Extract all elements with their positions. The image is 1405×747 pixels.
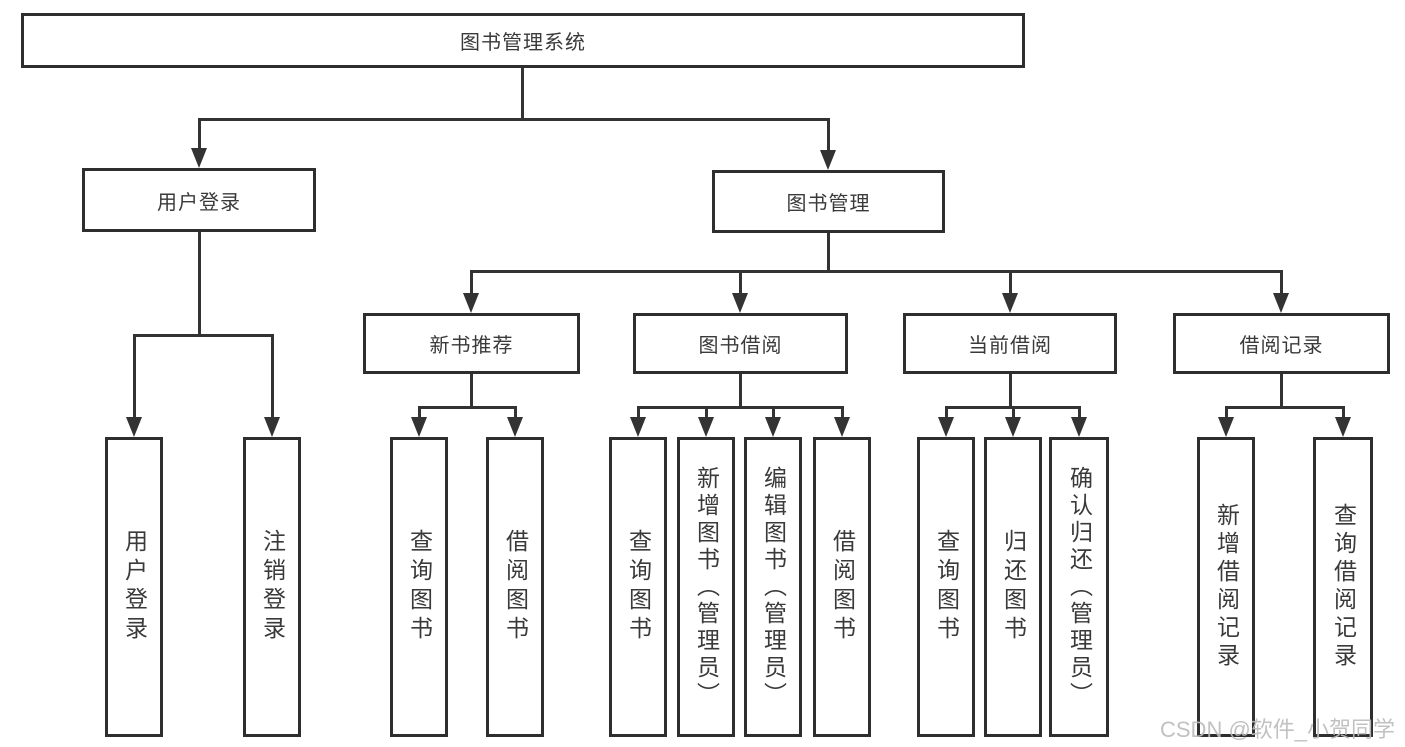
arrowhead-cb-query bbox=[938, 417, 954, 437]
arrowhead-cb-return bbox=[1005, 417, 1021, 437]
arrowhead-recommend-borrow bbox=[507, 417, 523, 437]
connector-current-borrow-stem bbox=[1009, 374, 1012, 408]
arrowhead-br-query bbox=[1335, 417, 1351, 437]
leaf-borrow-book: 借阅图书 bbox=[813, 437, 871, 737]
leaf-add-book-admin: 新增图书（管理员） bbox=[677, 437, 735, 737]
arrowhead-user-login bbox=[191, 148, 207, 168]
connector-drop-bb-edit bbox=[772, 406, 775, 420]
arrowhead-book-management bbox=[820, 150, 836, 170]
leaf-borrow-query-book: 查询图书 bbox=[609, 437, 667, 737]
arrowhead-bb-query bbox=[630, 417, 646, 437]
leaf-borrow-query-book-label: 查询图书 bbox=[625, 529, 652, 645]
node-book-management-label: 图书管理 bbox=[786, 193, 871, 215]
leaf-add-borrow-record-label: 新增借阅记录 bbox=[1213, 503, 1240, 671]
connector-drop-recommend-query bbox=[418, 406, 421, 420]
connector-drop-book-management bbox=[827, 118, 830, 152]
connector-user-login-stem bbox=[198, 232, 201, 336]
node-borrow-record: 借阅记录 bbox=[1173, 313, 1390, 374]
connector-drop-recommend-borrow bbox=[514, 406, 517, 420]
leaf-user-login: 用户登录 bbox=[105, 437, 163, 737]
connector-drop-bb-borrow bbox=[841, 406, 844, 420]
connector-drop-user-login bbox=[198, 118, 201, 150]
connector-drop-current-borrow bbox=[1009, 270, 1012, 296]
arrowhead-leaf-user-login bbox=[126, 417, 142, 437]
connector-book-borrow-rail bbox=[637, 406, 843, 409]
arrowhead-new-book-recommend bbox=[463, 293, 479, 313]
leaf-confirm-return-admin-label: 确认归还（管理员） bbox=[1066, 465, 1093, 709]
node-user-login: 用户登录 bbox=[82, 168, 316, 232]
leaf-logout: 注销登录 bbox=[243, 437, 301, 737]
leaf-recommend-query-book-label: 查询图书 bbox=[406, 529, 433, 645]
node-current-borrow-label: 当前借阅 bbox=[968, 335, 1052, 357]
leaf-query-borrow-record: 查询借阅记录 bbox=[1313, 437, 1373, 737]
arrowhead-br-add bbox=[1218, 417, 1234, 437]
connector-drop-cb-return bbox=[1012, 406, 1015, 420]
csdn-watermark: CSDN @软件_小贺同学 bbox=[1160, 717, 1396, 742]
leaf-recommend-borrow-book-label: 借阅图书 bbox=[502, 529, 529, 645]
arrowhead-bb-borrow bbox=[834, 417, 850, 437]
connector-drop-borrow-record bbox=[1280, 270, 1283, 296]
connector-drop-leaf-logout bbox=[271, 334, 274, 419]
leaf-return-book: 归还图书 bbox=[984, 437, 1042, 737]
connector-drop-book-borrow bbox=[739, 270, 742, 296]
connector-drop-br-query bbox=[1342, 406, 1345, 420]
connector-root-rail bbox=[198, 118, 830, 121]
leaf-recommend-borrow-book: 借阅图书 bbox=[486, 437, 544, 737]
connector-book-borrow-stem bbox=[739, 374, 742, 408]
node-book-management: 图书管理 bbox=[712, 170, 945, 233]
leaf-current-query-book: 查询图书 bbox=[917, 437, 975, 737]
connector-drop-cb-confirm bbox=[1078, 406, 1081, 420]
node-current-borrow: 当前借阅 bbox=[903, 313, 1117, 374]
connector-book-management-stem bbox=[827, 233, 830, 272]
connector-recommend-stem bbox=[470, 374, 473, 408]
connector-drop-bb-query bbox=[637, 406, 640, 420]
connector-borrow-record-stem bbox=[1280, 374, 1283, 408]
leaf-edit-book-admin: 编辑图书（管理员） bbox=[744, 437, 802, 737]
arrowhead-book-borrow bbox=[732, 293, 748, 313]
leaf-borrow-book-label: 借阅图书 bbox=[829, 529, 856, 645]
node-new-book-recommend: 新书推荐 bbox=[363, 313, 580, 374]
arrowhead-leaf-logout bbox=[264, 417, 280, 437]
connector-book-management-rail bbox=[470, 270, 1282, 273]
node-root: 图书管理系统 bbox=[21, 13, 1025, 68]
connector-drop-bb-add bbox=[705, 406, 708, 420]
connector-drop-br-add bbox=[1225, 406, 1228, 420]
node-new-book-recommend-label: 新书推荐 bbox=[429, 335, 514, 357]
arrowhead-borrow-record bbox=[1273, 293, 1289, 313]
node-borrow-record-label: 借阅记录 bbox=[1239, 335, 1324, 357]
node-root-label: 图书管理系统 bbox=[460, 32, 586, 54]
connector-drop-new-book-recommend bbox=[470, 270, 473, 296]
leaf-confirm-return-admin: 确认归还（管理员） bbox=[1049, 437, 1109, 737]
leaf-return-book-label: 归还图书 bbox=[1000, 529, 1027, 645]
connector-root-stem bbox=[521, 68, 524, 120]
connector-recommend-rail bbox=[418, 406, 517, 409]
connector-drop-leaf-user-login bbox=[133, 334, 136, 419]
leaf-query-borrow-record-label: 查询借阅记录 bbox=[1330, 503, 1357, 671]
node-user-login-label: 用户登录 bbox=[157, 191, 241, 214]
connector-drop-cb-query bbox=[945, 406, 948, 420]
leaf-add-borrow-record: 新增借阅记录 bbox=[1197, 437, 1255, 737]
arrowhead-current-borrow bbox=[1002, 293, 1018, 313]
leaf-edit-book-admin-label: 编辑图书（管理员） bbox=[760, 465, 787, 709]
leaf-current-query-book-label: 查询图书 bbox=[933, 529, 960, 645]
leaf-user-login-label: 用户登录 bbox=[121, 529, 148, 645]
node-book-borrow-label: 图书借阅 bbox=[698, 335, 783, 357]
node-book-borrow: 图书借阅 bbox=[633, 313, 848, 374]
leaf-recommend-query-book: 查询图书 bbox=[390, 437, 448, 737]
arrowhead-bb-edit bbox=[765, 417, 781, 437]
leaf-logout-label: 注销登录 bbox=[259, 529, 286, 645]
leaf-add-book-admin-label: 新增图书（管理员） bbox=[693, 465, 720, 709]
arrowhead-cb-confirm bbox=[1071, 417, 1087, 437]
arrowhead-bb-add bbox=[698, 417, 714, 437]
connector-borrow-record-rail bbox=[1225, 406, 1344, 409]
connector-user-login-rail bbox=[133, 334, 274, 337]
arrowhead-recommend-query bbox=[411, 417, 427, 437]
